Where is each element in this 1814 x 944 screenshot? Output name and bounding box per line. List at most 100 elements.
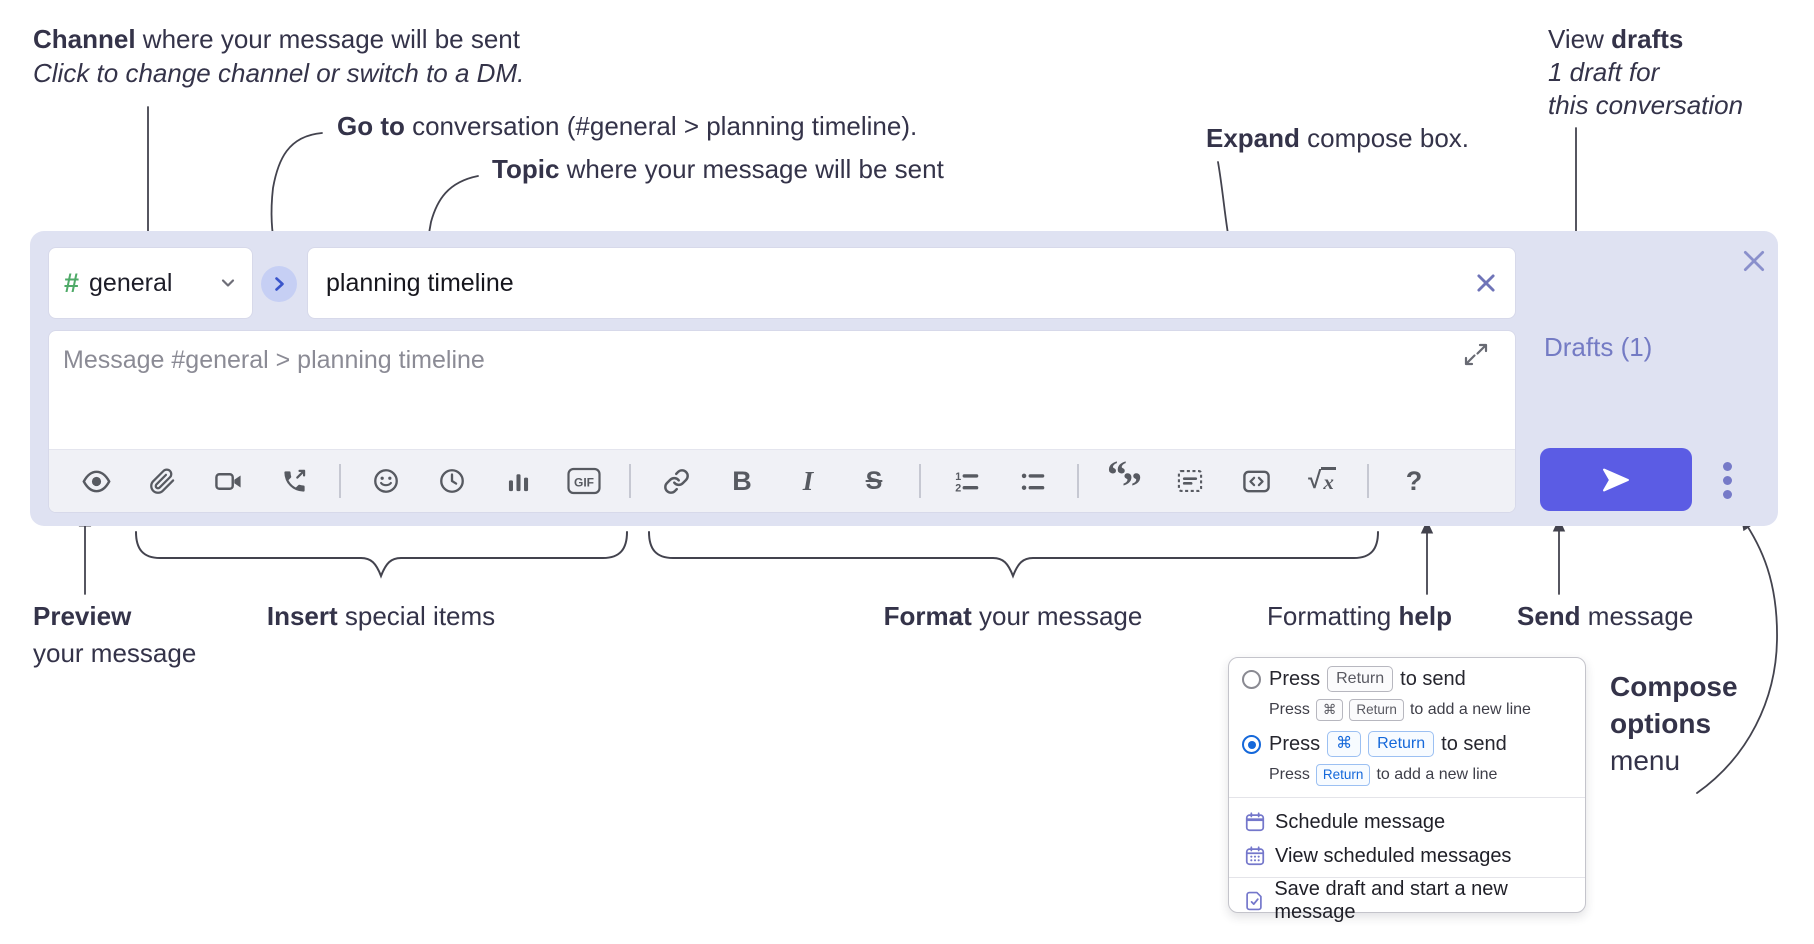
menu-divider bbox=[1229, 797, 1585, 798]
calendar-grid-icon bbox=[1245, 846, 1265, 866]
channel-name: general bbox=[89, 268, 173, 297]
toolbar-divider bbox=[339, 464, 341, 498]
audio-clip-button[interactable] bbox=[271, 458, 317, 504]
go-to-conversation-button[interactable] bbox=[261, 266, 297, 302]
preview-callout: Preview bbox=[33, 601, 132, 631]
compose-options-button[interactable] bbox=[1712, 458, 1742, 502]
code-block-icon bbox=[1177, 470, 1203, 492]
topic-value: planning timeline bbox=[326, 268, 514, 297]
gif-icon: GIF bbox=[567, 467, 601, 495]
link-icon bbox=[663, 468, 689, 494]
menu-item-schedule-message[interactable]: Schedule message bbox=[1229, 805, 1585, 839]
inline-code-icon bbox=[1242, 470, 1270, 492]
clear-topic-icon[interactable] bbox=[1475, 272, 1497, 294]
insert-callout: Insert special items bbox=[266, 601, 496, 631]
send-callout: Send message bbox=[1517, 601, 1694, 631]
blockquote-icon: “ ” bbox=[1107, 452, 1142, 509]
expand-icon bbox=[1464, 343, 1488, 366]
link-button[interactable] bbox=[653, 458, 699, 504]
drafts-link[interactable]: Drafts (1) bbox=[1544, 332, 1653, 362]
compose-box: # general planning timeline Message #gen… bbox=[30, 231, 1778, 526]
blockquote-button[interactable]: “ ” bbox=[1101, 452, 1147, 509]
attach-file-button[interactable] bbox=[139, 458, 185, 504]
poll-button[interactable] bbox=[495, 458, 541, 504]
option-return-to-send[interactable]: Press Return to send bbox=[1269, 666, 1466, 692]
emoji-smiley-icon bbox=[374, 469, 398, 493]
inline-code-button[interactable] bbox=[1233, 458, 1279, 504]
svg-text:2: 2 bbox=[955, 482, 961, 494]
formula-button[interactable]: √x bbox=[1299, 458, 1345, 504]
chevron-right-icon bbox=[275, 277, 284, 291]
ordered-list-button[interactable]: 1 2 bbox=[943, 458, 989, 504]
toolbar-divider bbox=[629, 464, 631, 498]
preview-button[interactable] bbox=[73, 458, 119, 504]
video-clip-button[interactable] bbox=[205, 458, 251, 504]
compose-options-menu: Press Return to send Press ⌘ Return to a… bbox=[1228, 657, 1586, 923]
return-key: Return bbox=[1315, 764, 1371, 786]
toolbar-divider bbox=[919, 464, 921, 498]
menu-divider bbox=[1229, 877, 1585, 878]
return-key: Return bbox=[1349, 699, 1404, 721]
bulleted-list-icon bbox=[1021, 473, 1044, 490]
view-drafts-callout: View drafts bbox=[1548, 24, 1684, 54]
draft-document-icon bbox=[1246, 891, 1262, 911]
goto-callout: Go to conversation (#general > planning … bbox=[337, 111, 918, 141]
cmd-key: ⌘ bbox=[1315, 699, 1344, 721]
topic-callout: Topic where your message will be sent bbox=[492, 154, 944, 184]
svg-text:“: “ bbox=[1107, 452, 1127, 497]
strikethrough-button[interactable]: S bbox=[865, 466, 883, 495]
calendar-icon bbox=[1245, 812, 1265, 832]
view-drafts-callout-line3: this conversation bbox=[1548, 90, 1744, 120]
formatting-help-callout: Formatting help bbox=[1267, 601, 1452, 631]
channel-selector[interactable]: # general bbox=[48, 247, 253, 319]
message-placeholder: Message #general > planning timeline bbox=[63, 346, 485, 374]
option-return-subtext: Press ⌘ Return to add a new line bbox=[1269, 699, 1531, 721]
radio-return-to-send[interactable] bbox=[1242, 670, 1261, 689]
close-icon bbox=[1743, 250, 1765, 272]
svg-text:GIF: GIF bbox=[574, 476, 594, 490]
send-button[interactable] bbox=[1540, 448, 1692, 511]
return-key: Return bbox=[1327, 666, 1394, 692]
chevron-down-icon bbox=[221, 279, 235, 287]
kebab-dot bbox=[1722, 489, 1732, 499]
option-cmd-return-subtext: Press Return to add a new line bbox=[1269, 764, 1497, 786]
clock-icon bbox=[440, 469, 464, 493]
radio-cmd-return-to-send[interactable] bbox=[1242, 735, 1261, 754]
menu-item-save-draft-new-message[interactable]: Save draft and start a new message bbox=[1229, 878, 1585, 923]
expand-callout: Expand compose box. bbox=[1206, 123, 1470, 153]
recent-files-button[interactable] bbox=[429, 458, 475, 504]
italic-button[interactable]: I bbox=[802, 465, 814, 496]
format-brace bbox=[648, 531, 1379, 579]
svg-text:1: 1 bbox=[955, 470, 961, 482]
formatting-toolbar: GIF B I S 1 2 bbox=[49, 449, 1515, 512]
send-icon bbox=[1603, 468, 1629, 491]
close-compose-button[interactable] bbox=[1736, 243, 1772, 279]
bar-chart-icon bbox=[508, 473, 528, 491]
formatting-help-button[interactable]: ? bbox=[1405, 465, 1423, 496]
view-drafts-callout-line2: 1 draft for bbox=[1548, 57, 1660, 87]
eye-icon bbox=[81, 470, 111, 492]
menu-item-view-scheduled-messages[interactable]: View scheduled messages bbox=[1229, 839, 1585, 873]
message-editor[interactable]: Message #general > planning timeline bbox=[48, 330, 1516, 513]
emoji-button[interactable] bbox=[363, 458, 409, 504]
topic-input[interactable]: planning timeline bbox=[307, 247, 1516, 319]
ordered-list-icon: 1 2 bbox=[955, 470, 978, 494]
bold-button[interactable]: B bbox=[732, 465, 752, 496]
kebab-dot bbox=[1722, 475, 1732, 485]
video-camera-icon bbox=[214, 472, 241, 490]
option-cmd-return-to-send[interactable]: Press ⌘ Return to send bbox=[1269, 731, 1507, 757]
expand-compose-button[interactable] bbox=[1463, 341, 1491, 369]
phone-call-icon bbox=[283, 469, 305, 492]
bulleted-list-button[interactable] bbox=[1009, 458, 1055, 504]
cmd-key: ⌘ bbox=[1327, 731, 1362, 757]
compose-options-callout: Compose options menu bbox=[1610, 671, 1738, 776]
channel-callout-sub: Click to change channel or switch to a D… bbox=[33, 58, 525, 88]
toolbar-divider bbox=[1367, 464, 1369, 498]
format-callout: Format your message bbox=[883, 601, 1143, 631]
return-key: Return bbox=[1368, 731, 1435, 757]
paperclip-icon bbox=[149, 467, 174, 494]
toolbar-divider bbox=[1077, 464, 1079, 498]
gif-button[interactable]: GIF bbox=[561, 458, 607, 504]
code-block-button[interactable] bbox=[1167, 458, 1213, 504]
